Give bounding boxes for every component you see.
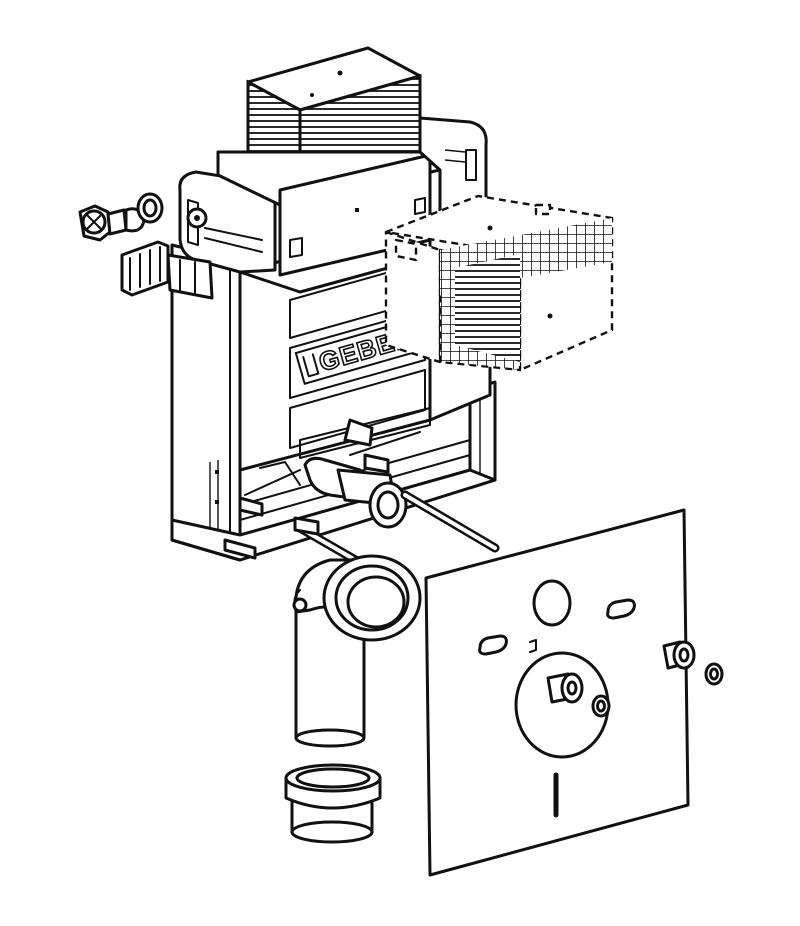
dashed-insert-box [384, 194, 614, 372]
washer-right [704, 662, 724, 686]
mounting-bracket [120, 240, 214, 300]
fixing-bolt-right [662, 640, 696, 670]
pipe-coupling [284, 763, 382, 844]
top-insert-box [216, 46, 488, 277]
angle-valve [78, 204, 146, 242]
flush-connector [259, 418, 408, 529]
drain-elbow [292, 554, 422, 748]
fixing-bolt-center [546, 672, 584, 704]
connection-nut [136, 192, 164, 224]
washer-center [591, 694, 611, 718]
